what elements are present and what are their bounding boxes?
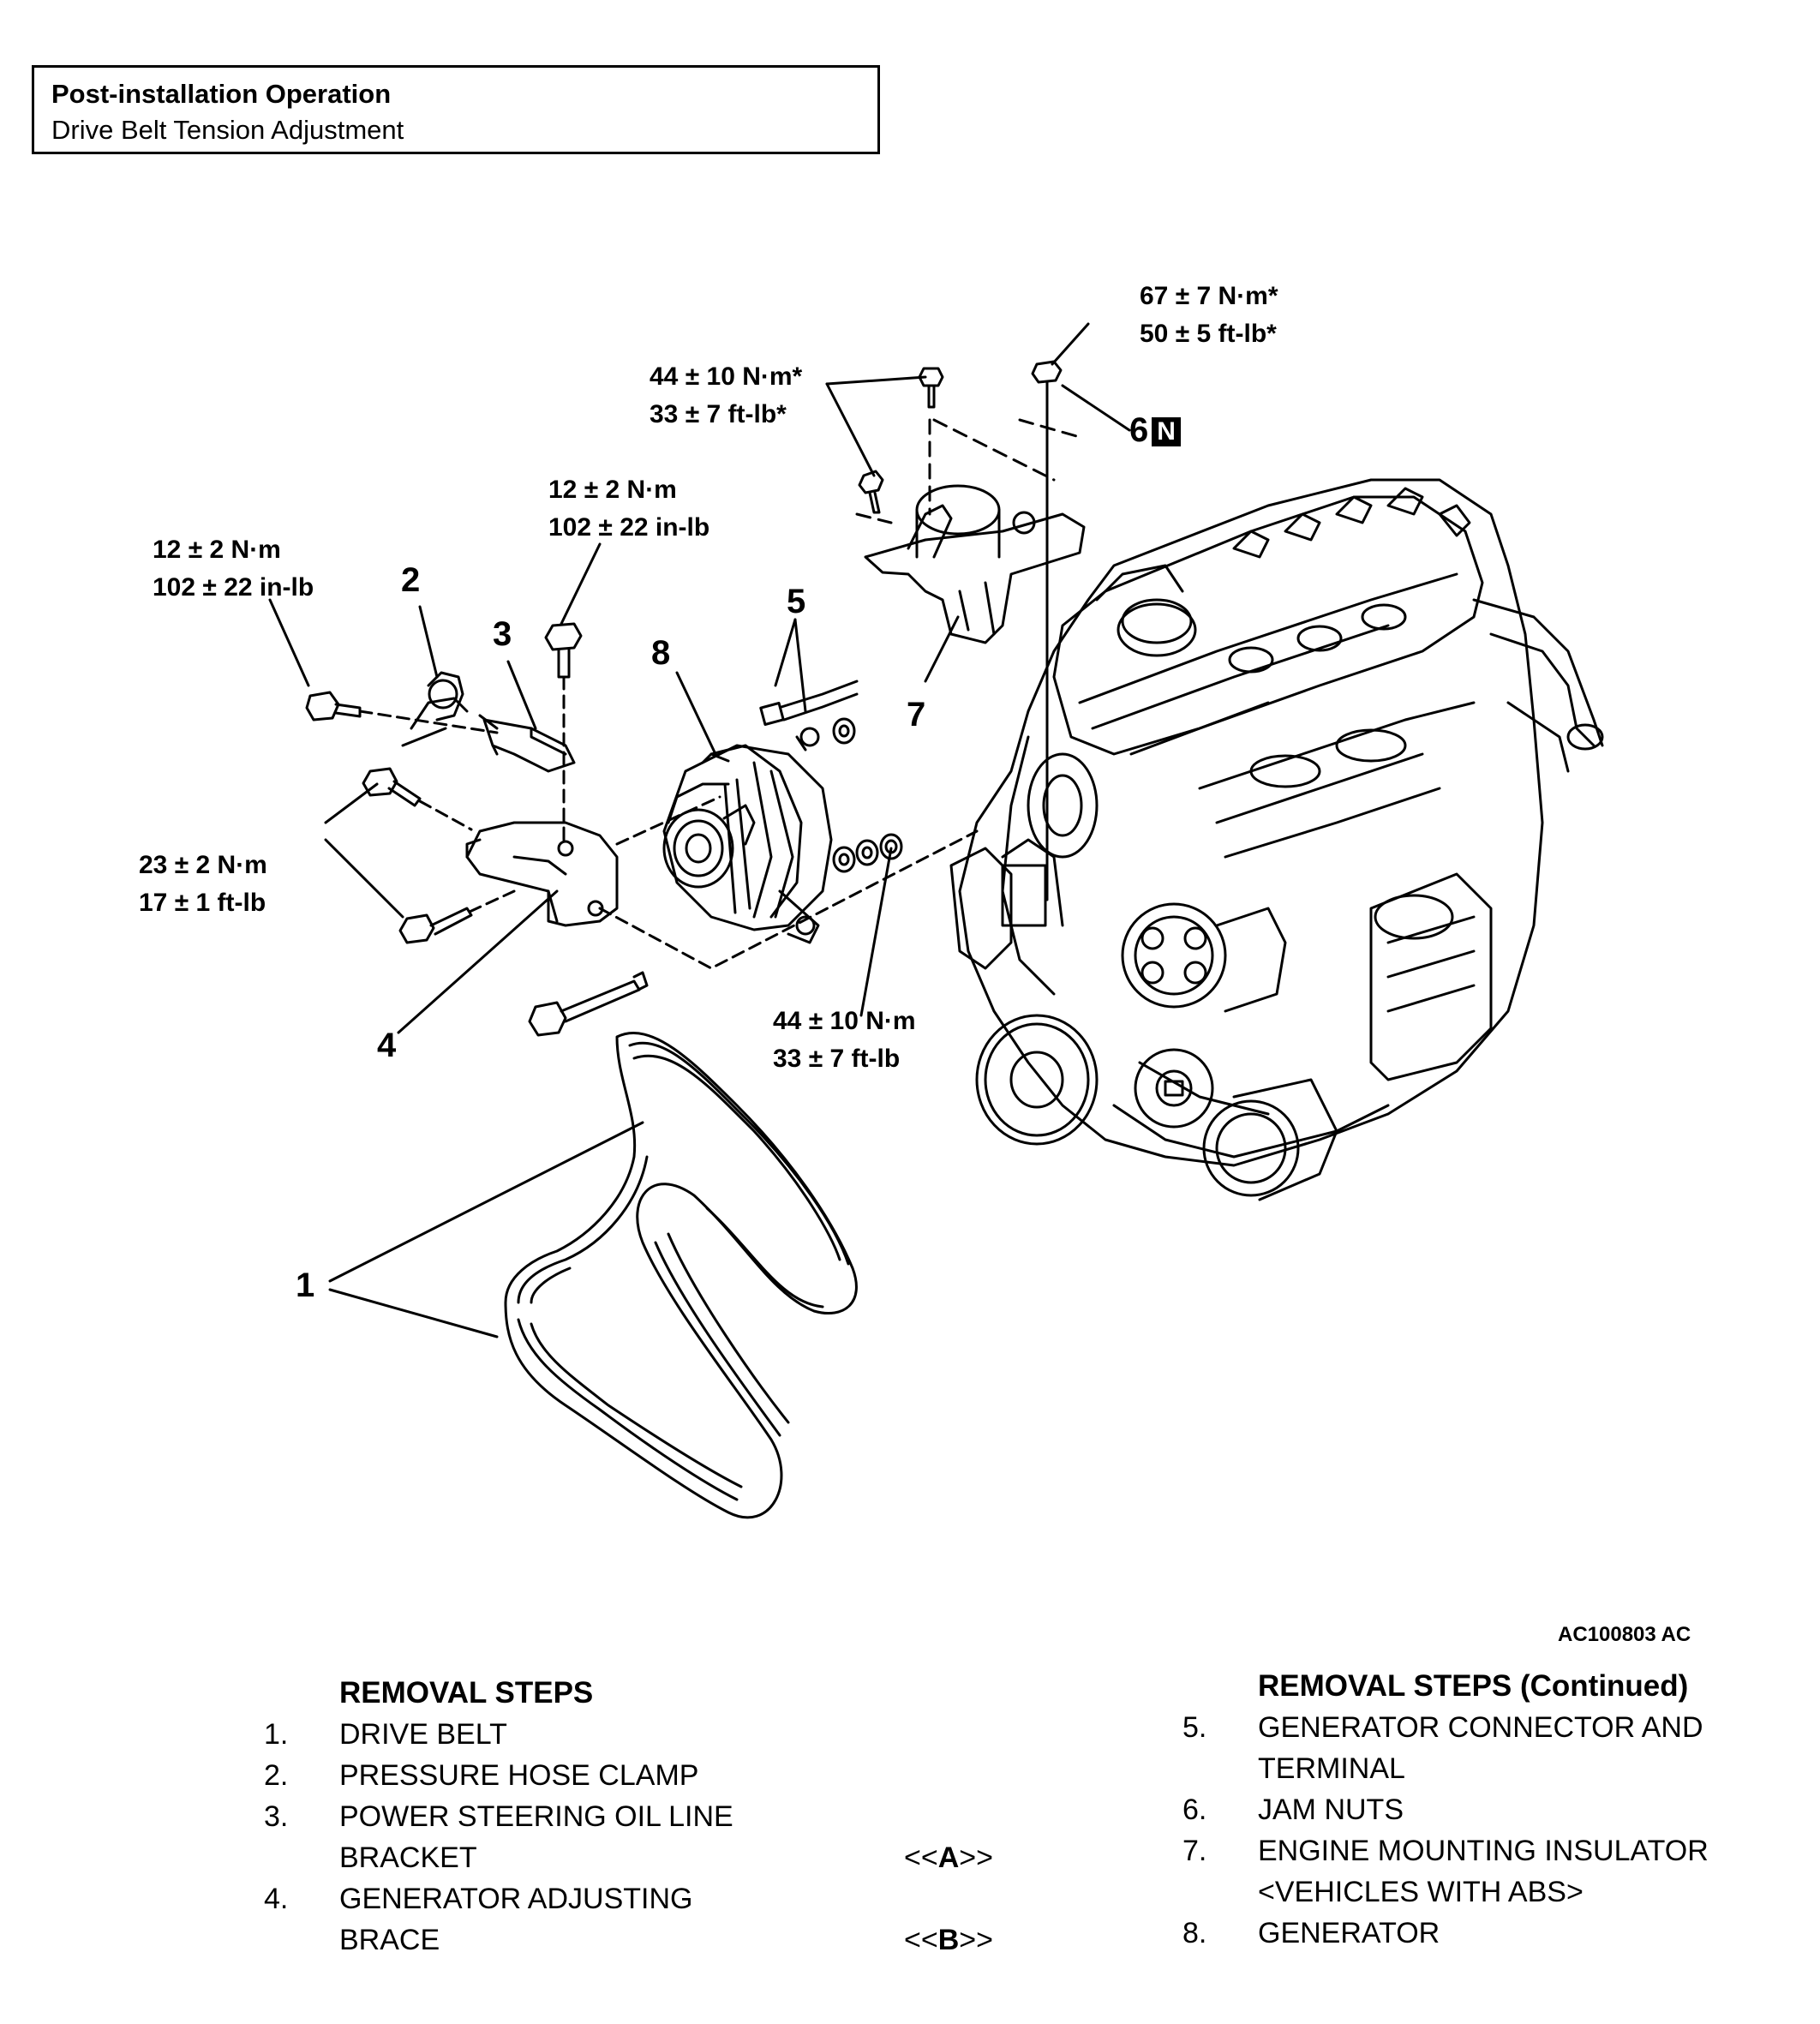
step-index: 1. <box>264 1718 289 1751</box>
callout-3: 3 <box>493 615 512 653</box>
ref-letter: B <box>937 1924 960 1956</box>
ref-bracket-close: >> <box>959 1841 993 1874</box>
step-text: GENERATOR CONNECTOR AND <box>1258 1711 1703 1744</box>
step-text: JAM NUTS <box>1258 1793 1404 1826</box>
leader-lines <box>268 322 1131 1338</box>
step-item: BRACKET <box>264 1837 864 1878</box>
step-index: 2. <box>264 1759 289 1792</box>
step-index: 7. <box>1182 1835 1207 1867</box>
ps-oil-line-bracket <box>478 714 576 773</box>
figure-id: AC100803 AC <box>1558 1623 1691 1646</box>
ref-bracket-close: >> <box>959 1924 993 1956</box>
ref-bracket-open: << <box>904 1841 938 1874</box>
removal-steps-continued-title: REMOVAL STEPS (Continued) <box>1258 1669 1689 1703</box>
generator-washers <box>832 833 903 873</box>
step-item: 8. GENERATOR <box>1182 1913 1799 1954</box>
generator-adjusting-brace <box>465 821 619 927</box>
step-index <box>1182 1871 1258 1913</box>
torque-imperial: 33 ± 7 ft-lb <box>773 1045 901 1073</box>
torque-spec-generator-bolt: 44 ± 10 N·m 33 ± 7 ft-lb <box>773 1003 916 1078</box>
callout-1: 1 <box>296 1266 315 1304</box>
removal-steps-title: REMOVAL STEPS <box>339 1676 594 1710</box>
step-text: DRIVE BELT <box>339 1718 507 1751</box>
callout-6-number: 6 <box>1129 411 1149 449</box>
torque-spec-mount-bolts: 44 ± 10 N·m* 33 ± 7 ft-lb* <box>650 358 802 434</box>
step-item: 5. GENERATOR CONNECTOR AND <box>1182 1707 1799 1748</box>
step-item: 1. DRIVE BELT <box>264 1714 864 1755</box>
step-index <box>264 1837 339 1878</box>
step-text: GENERATOR ADJUSTING <box>339 1883 693 1915</box>
step-item: <VEHICLES WITH ABS> <box>1182 1871 1799 1913</box>
ref-bracket-open: << <box>904 1924 938 1956</box>
torque-metric: 44 ± 10 N·m <box>773 1007 916 1035</box>
torque-spec-brace-bolts: 23 ± 2 N·m 17 ± 1 ft-lb <box>139 847 267 922</box>
torque-imperial: 33 ± 7 ft-lb* <box>650 400 787 428</box>
step-index <box>1182 1748 1258 1789</box>
callout-5: 5 <box>787 583 806 620</box>
ref-letter: A <box>937 1841 960 1874</box>
step-text: BRACE <box>339 1924 440 1956</box>
engine-mounting-insulator <box>855 418 1086 644</box>
new-part-flag: N <box>1152 417 1181 447</box>
step-index <box>264 1919 339 1961</box>
callout-2: 2 <box>401 561 421 599</box>
step-text: BRACKET <box>339 1841 477 1874</box>
callout-7: 7 <box>907 696 926 734</box>
step-text: POWER STEERING OIL LINE <box>339 1800 733 1833</box>
brace-bolts <box>362 767 516 944</box>
header-box: Post-installation Operation Drive Belt T… <box>32 65 880 154</box>
step-item: BRACE <box>264 1919 864 1961</box>
step-index: 8. <box>1182 1917 1207 1949</box>
step-text: PRESSURE HOSE CLAMP <box>339 1759 699 1792</box>
callout-4: 4 <box>377 1027 397 1064</box>
ref-mark-b: <<B>> <box>904 1919 993 1961</box>
torque-metric: 44 ± 10 N·m* <box>650 362 803 391</box>
step-item: 2. PRESSURE HOSE CLAMP <box>264 1755 864 1796</box>
torque-metric: 12 ± 2 N·m <box>548 476 677 504</box>
step-item: 6. JAM NUTS <box>1182 1789 1799 1830</box>
engine-block <box>949 478 1604 1201</box>
generator <box>662 744 833 944</box>
step-text: <VEHICLES WITH ABS> <box>1258 1876 1584 1908</box>
removal-steps-left: REMOVAL STEPS 1. DRIVE BELT 2. PRESSURE HO… <box>264 1673 864 1961</box>
drive-belt <box>504 1032 858 1519</box>
torque-metric: 12 ± 2 N·m <box>153 536 281 564</box>
torque-metric: 23 ± 2 N·m <box>139 851 267 879</box>
bracket-bolt <box>544 622 583 841</box>
torque-spec-jam-nut: 67 ± 7 N·m* 50 ± 5 ft-lb* <box>1140 278 1278 353</box>
step-item: 3. POWER STEERING OIL LINE <box>264 1796 864 1837</box>
clamp-bolt <box>305 691 499 734</box>
step-index: 4. <box>264 1883 289 1915</box>
step-item: TERMINAL <box>1182 1748 1799 1789</box>
step-item: 7. ENGINE MOUNTING INSULATOR <box>1182 1830 1799 1871</box>
torque-imperial: 102 ± 22 in-lb <box>548 513 710 542</box>
step-text: GENERATOR <box>1258 1917 1440 1949</box>
torque-imperial: 102 ± 22 in-lb <box>153 573 314 602</box>
header-subtitle: Drive Belt Tension Adjustment <box>51 115 404 145</box>
step-index: 5. <box>1182 1711 1207 1744</box>
step-index: 6. <box>1182 1793 1207 1826</box>
step-index: 3. <box>264 1800 289 1833</box>
torque-metric: 67 ± 7 N·m* <box>1140 282 1278 310</box>
pressure-hose-clamp <box>401 671 469 747</box>
torque-imperial: 17 ± 1 ft-lb <box>139 889 266 917</box>
torque-spec-bracket-bolt: 12 ± 2 N·m 102 ± 22 in-lb <box>548 471 709 547</box>
step-text: ENGINE MOUNTING INSULATOR <box>1258 1835 1709 1867</box>
removal-steps-right: REMOVAL STEPS (Continued) 5. GENERATOR CO… <box>1182 1666 1799 1954</box>
generator-connector-and-terminal <box>759 680 859 752</box>
step-item: 4. GENERATOR ADJUSTING <box>264 1878 864 1919</box>
header-title: Post-installation Operation <box>51 79 392 109</box>
torque-spec-clamp-bolt: 12 ± 2 N·m 102 ± 22 in-lb <box>153 531 314 607</box>
step-text: TERMINAL <box>1258 1752 1405 1785</box>
callout-8: 8 <box>651 634 671 672</box>
torque-imperial: 50 ± 5 ft-lb* <box>1140 320 1277 348</box>
ref-mark-a: <<A>> <box>904 1837 993 1878</box>
